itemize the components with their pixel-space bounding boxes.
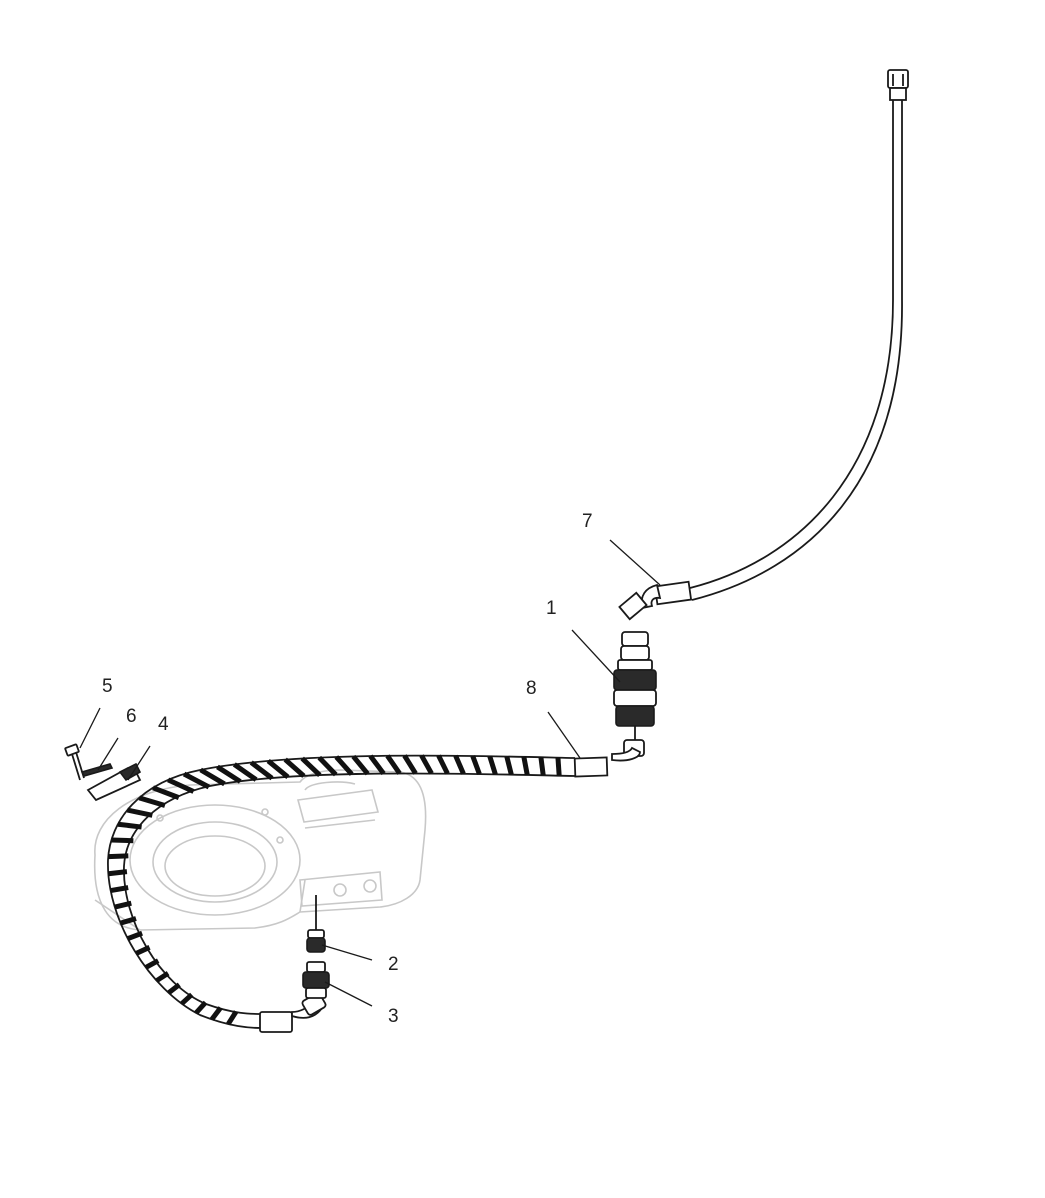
housing-ghost	[93, 769, 427, 931]
spiral-wrap-band	[144, 958, 160, 970]
spiral-wrap	[108, 754, 562, 1026]
spiral-wrap-band	[419, 754, 434, 775]
washer-6	[80, 763, 114, 777]
callout-7: 7	[582, 511, 593, 532]
spiral-wrap-band	[135, 945, 151, 956]
screw-5	[64, 743, 85, 781]
spiral-wrap-band	[385, 754, 402, 775]
spiral-wrap-band	[266, 758, 290, 779]
spiral-wrap-band	[199, 767, 226, 787]
spiral-wrap-band	[119, 916, 137, 926]
callout-5: 5	[102, 676, 113, 697]
spiral-wrap-band	[167, 777, 195, 794]
spiral-wrap-band	[114, 900, 132, 910]
spiral-wrap-band	[209, 1006, 223, 1021]
spiral-wrap-band	[300, 756, 322, 778]
callout-8: 8	[526, 678, 537, 699]
spiral-wrap-band	[453, 754, 466, 775]
spiral-wrap-band	[182, 771, 210, 790]
adapter-1	[613, 631, 657, 740]
callout-4: 4	[158, 714, 169, 735]
spiral-wrap-band	[126, 930, 143, 941]
spiral-wrap-band	[110, 885, 129, 894]
spiral-wrap-band	[180, 992, 194, 1006]
leader-7	[609, 539, 661, 586]
spiral-wrap-band	[194, 1000, 208, 1015]
spiral-wrap-band	[436, 754, 450, 775]
spiral-wrap-band	[487, 755, 498, 775]
leader-4	[127, 745, 151, 781]
leader-2	[321, 944, 373, 961]
spiral-wrap-band	[538, 756, 546, 776]
callout-1: 1	[546, 598, 557, 619]
callout-3: 3	[388, 1006, 399, 1027]
spiral-wrap-band	[521, 756, 530, 776]
callout-6: 6	[126, 706, 137, 727]
fitting-3	[302, 961, 330, 999]
spiral-wrap-band	[167, 982, 181, 995]
spiral-wrap-band	[152, 785, 180, 800]
spiral-wrap-band	[138, 795, 166, 808]
leader-8	[547, 711, 581, 759]
spiral-wrap-band	[126, 807, 153, 818]
leader-lines	[79, 539, 661, 1007]
spiral-wrap-band	[108, 853, 129, 860]
leader-6	[97, 737, 119, 771]
fitting-2	[306, 895, 326, 953]
spiral-wrap-band	[117, 821, 142, 830]
leader-3	[324, 981, 373, 1007]
hose-7	[618, 69, 909, 621]
spiral-wrap-band	[555, 757, 562, 776]
spiral-wrap-band	[226, 1010, 239, 1026]
spiral-wrap-band	[351, 754, 370, 776]
spiral-wrap-band	[216, 764, 242, 784]
callout-2: 2	[388, 954, 399, 975]
spiral-wrap-band	[402, 754, 418, 775]
spiral-wrap-band	[283, 757, 306, 778]
spiral-wrap-band	[111, 837, 134, 844]
callout-labels: 1 2 3 4 5 6 7 8	[102, 511, 593, 1027]
spiral-wrap-band	[108, 869, 128, 877]
hose-8-end-fitting	[573, 739, 645, 778]
spiral-wrap-band	[155, 971, 170, 983]
spiral-wrap-band	[504, 755, 514, 776]
spiral-wrap-band	[232, 762, 258, 782]
leader-5	[79, 707, 101, 749]
hose-8	[107, 754, 576, 1033]
spiral-wrap-band	[470, 755, 482, 775]
spiral-wrap-band	[317, 755, 338, 777]
spiral-wrap-band	[334, 755, 354, 776]
leader-1	[571, 629, 621, 683]
spiral-wrap-band	[249, 760, 274, 781]
spiral-wrap-band	[368, 754, 386, 776]
